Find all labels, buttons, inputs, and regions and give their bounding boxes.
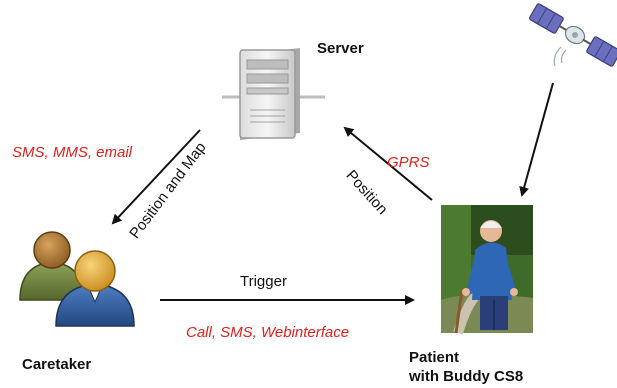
patient-label-line2: with Buddy CS8 xyxy=(409,368,524,385)
arrow-patient-to-server xyxy=(343,126,433,201)
arrow-satellite-to-patient xyxy=(519,82,554,197)
channel-label-gprs: GPRS xyxy=(387,154,430,171)
people-icon xyxy=(19,231,135,327)
channel-label-sms-mms-email: SMS, MMS, email xyxy=(12,144,133,161)
caretaker-label: Caretaker xyxy=(22,356,92,373)
patient-label-line1: Patient xyxy=(409,349,460,366)
satellite-signal-icon xyxy=(553,46,567,67)
server-label: Server xyxy=(317,40,364,57)
arrow-server-to-caretaker xyxy=(111,129,201,225)
satellite-icon xyxy=(529,3,617,67)
server-icon xyxy=(222,48,325,140)
channel-label-call-sms-webinterface: Call, SMS, Webinterface xyxy=(186,324,350,341)
patient-photo xyxy=(441,205,533,335)
edge-label-trigger: Trigger xyxy=(240,273,287,290)
